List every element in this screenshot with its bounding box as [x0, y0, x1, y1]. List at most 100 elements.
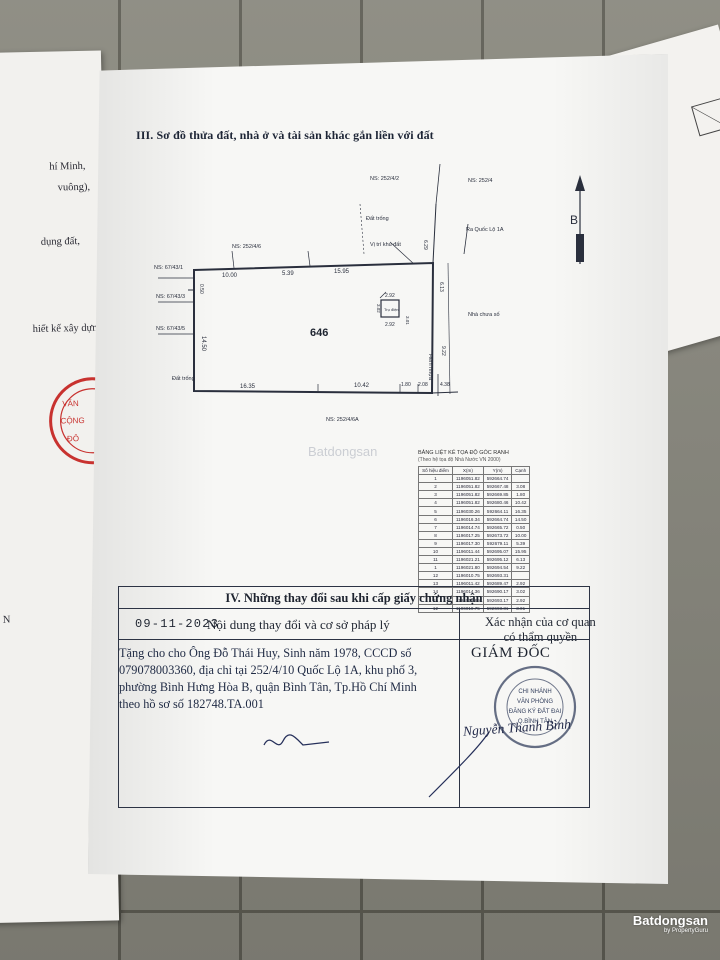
coord-cell: 592679.11 — [482, 538, 513, 548]
coord-cell: 5 — [418, 506, 453, 516]
coord-cell: 1196051.82 — [451, 482, 484, 492]
coord-cell: 4 — [418, 498, 453, 508]
coord-cell: 3.08 — [511, 482, 530, 492]
change-date: 09-11-2023 — [135, 617, 220, 631]
dim-pole-b: 3.01 — [405, 316, 410, 325]
coord-cell: 592665.72 — [482, 522, 513, 532]
label-dat-trong-top: Đất trống — [366, 216, 389, 222]
confirm-heading-line: có thẩm quyền — [503, 630, 578, 644]
coord-cell: 6 — [418, 514, 453, 524]
coord-cell: 1196017.25 — [451, 530, 484, 540]
stamp-text: VĂN PHÒNG — [517, 698, 553, 705]
dim-bottom-r1: 1.80 — [401, 382, 411, 388]
label-vi-tri-khu-dat: Vị trí khu đất — [370, 242, 401, 248]
coord-cell: 592673.72 — [482, 530, 513, 540]
coord-cell: 9 — [418, 538, 453, 548]
confirm-column-heading: Xác nhận của cơ quan có thẩm quyền — [485, 615, 596, 645]
right-paper-sheet — [583, 24, 720, 352]
brand-logo: Batdongsan by PropertyGuru — [633, 913, 708, 934]
dim-top-left: 10.00 — [222, 273, 238, 279]
coord-cell: 592664.11 — [482, 506, 513, 516]
coord-cell: 14.50 — [511, 514, 530, 524]
svg-text:ĐÔ: ĐÔ — [67, 434, 79, 443]
north-label: B — [570, 213, 578, 227]
coord-cell: 12 — [418, 571, 453, 581]
header-divider — [119, 639, 589, 641]
land-plot-diagram: B 646 NS: 252/4/2 NS: 252/4 Đất trống Ra… — [154, 163, 585, 423]
coord-cell: 3 — [418, 490, 453, 500]
coord-cell: 10.00 — [511, 530, 530, 540]
coord-cell: 10.42 — [511, 498, 530, 508]
dim-bottom-r2: 2.08 — [418, 382, 428, 388]
coord-cell: 1196051.82 — [451, 474, 484, 484]
north-arrow-icon — [575, 175, 585, 264]
coord-cell: 592694.54 — [482, 563, 513, 573]
coord-cell: 1196017.30 — [451, 538, 484, 548]
dim-bottom-mid: 10.42 — [354, 383, 370, 389]
coord-cell: 5.39 — [511, 538, 530, 548]
svg-text:CỘNG: CỘNG — [61, 416, 85, 426]
coord-cell: 1 — [418, 563, 453, 573]
left-sheet-line: vuông), — [57, 181, 91, 194]
electric-pole-box — [380, 299, 400, 318]
stamp-partial-icon: VĂN CỘNG ĐÔ — [49, 377, 116, 465]
stamp-text: Q.BÌNH TÂN — [518, 718, 552, 725]
label-hem-nhua: Hẻm nhựa — [427, 354, 433, 381]
coord-cell: 6.13 — [511, 555, 530, 565]
dim-left-top: 0.50 — [198, 284, 204, 294]
dim-top-right: 15.95 — [334, 269, 350, 275]
coord-cell: 1196016.34 — [451, 514, 484, 524]
coord-table-subtitle: (Theo hệ tọa độ Nhà Nước VN 2000) — [418, 457, 501, 463]
changes-column-heading: Nội dung thay đổi và cơ sở pháp lý — [207, 617, 390, 632]
brand-name: Batdongsan — [632, 913, 708, 928]
coord-cell: 592695.12 — [482, 555, 513, 565]
column-divider — [459, 609, 461, 807]
coord-cell: 10 — [418, 546, 453, 557]
change-line: theo hồ sơ số 182748.TA.001 — [119, 697, 264, 711]
coord-cell: 592664.74 — [482, 474, 513, 484]
coord-cell: 16.35 — [511, 506, 530, 516]
coord-cell: 2 — [418, 482, 453, 492]
coord-cell: 1196014.74 — [451, 522, 484, 532]
coord-header: Y(m) — [482, 465, 513, 476]
confirm-heading-line: Xác nhận của cơ quan — [485, 615, 596, 629]
coord-cell — [511, 474, 530, 484]
coord-cell: 1 — [418, 474, 453, 484]
coord-cell: 1196021.80 — [451, 563, 484, 573]
label-ns-252-4-6: NS: 252/4/6 — [232, 244, 261, 250]
change-line: phường Bình Hưng Hòa B, quận Bình Tân, T… — [119, 680, 417, 694]
coord-header-row: Số hiệu điểm X(m) Y(m) Cạnh — [418, 465, 530, 476]
dim-top-mid: 5.39 — [282, 271, 294, 277]
section-4-title: IV. Những thay đổi sau khi cấp giấy chứn… — [119, 587, 589, 609]
label-ns-252-4-2: NS: 252/4/2 — [370, 176, 399, 182]
change-line: Tặng cho cho Ông Đỗ Thái Huy, Sinh năm 1… — [119, 646, 412, 660]
section-4-box: IV. Những thay đổi sau khi cấp giấy chứn… — [118, 586, 596, 808]
coord-header: X(m) — [451, 465, 484, 476]
coord-cell: 1196021.21 — [451, 555, 484, 565]
left-sheet-line: dụng đất, — [40, 236, 81, 248]
certificate-page: III. Sơ đồ thửa đất, nhà ở và tài sản kh… — [88, 54, 668, 884]
label-dat-trong-bottom: Đất trống — [172, 376, 195, 382]
label-nha-chua-so: Nhà chưa số — [468, 312, 500, 318]
coord-cell: 1196010.75 — [451, 571, 484, 581]
dim-right-a: 6.13 — [438, 282, 444, 292]
label-ns-252-4-6a: NS: 252/4/6A — [326, 417, 359, 423]
left-sheet-line: hiết kế xây dựng — [32, 322, 103, 336]
coord-cell: 592664.74 — [482, 514, 513, 524]
coord-cell: 0.50 — [511, 522, 530, 532]
dim-right-ext: 4.38 — [440, 382, 450, 388]
label-ns-67-43-1: NS: 67/43/1 — [154, 265, 183, 271]
label-ns-252-4: NS: 252/4 — [468, 178, 492, 184]
coord-cell: 592667.48 — [482, 482, 513, 492]
coord-cell: 15.95 — [511, 546, 530, 557]
